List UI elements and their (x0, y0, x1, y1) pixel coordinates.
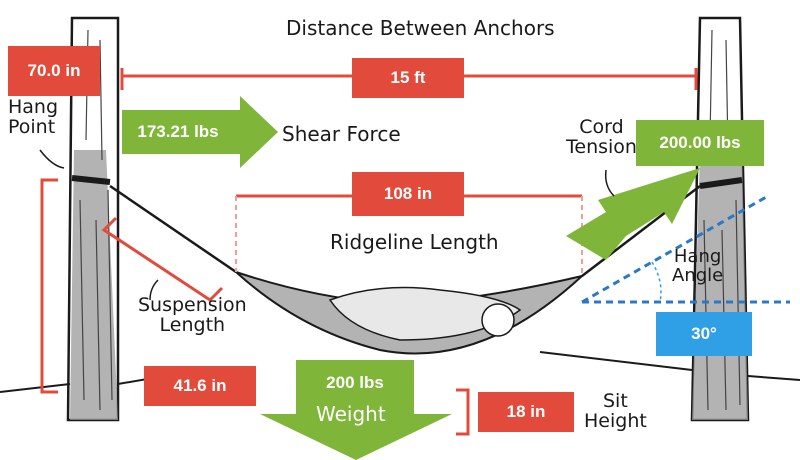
sit-height-bracket (456, 388, 470, 436)
left-suspension-line (109, 184, 237, 274)
sit-height-badge: 18 in (478, 392, 574, 432)
hang-point-pointer (39, 149, 65, 169)
cord-tension-badge: 200.00 lbs (636, 120, 764, 166)
cord-tension-arrow (566, 168, 700, 260)
ridgeline-label: Ridgeline Length (330, 230, 499, 254)
weight-arrow (260, 360, 452, 460)
distance-label: Distance Between Anchors (286, 16, 555, 40)
hammock (235, 271, 586, 355)
shear-force-arrow (122, 96, 278, 168)
suspension-pointer (149, 279, 159, 301)
shear-force-label: Shear Force (282, 122, 401, 146)
weight-label: Weight (316, 402, 386, 426)
hang-height-bracket (40, 178, 58, 394)
hang-angle-badge: 30° (656, 312, 752, 356)
hang-point-height-badge: 70.0 in (8, 46, 100, 96)
ridgeline-badge: 108 in (352, 172, 464, 216)
suspension-length-bracket (101, 216, 224, 302)
cord-tension-pointer (604, 169, 615, 197)
shear-force-value: 173.21 lbs (137, 122, 219, 141)
weight-value: 200 lbs (326, 373, 384, 392)
distance-badge: 15 ft (352, 58, 464, 98)
left-tree (0, 16, 201, 422)
suspension-length-badge: 41.6 in (144, 366, 256, 406)
